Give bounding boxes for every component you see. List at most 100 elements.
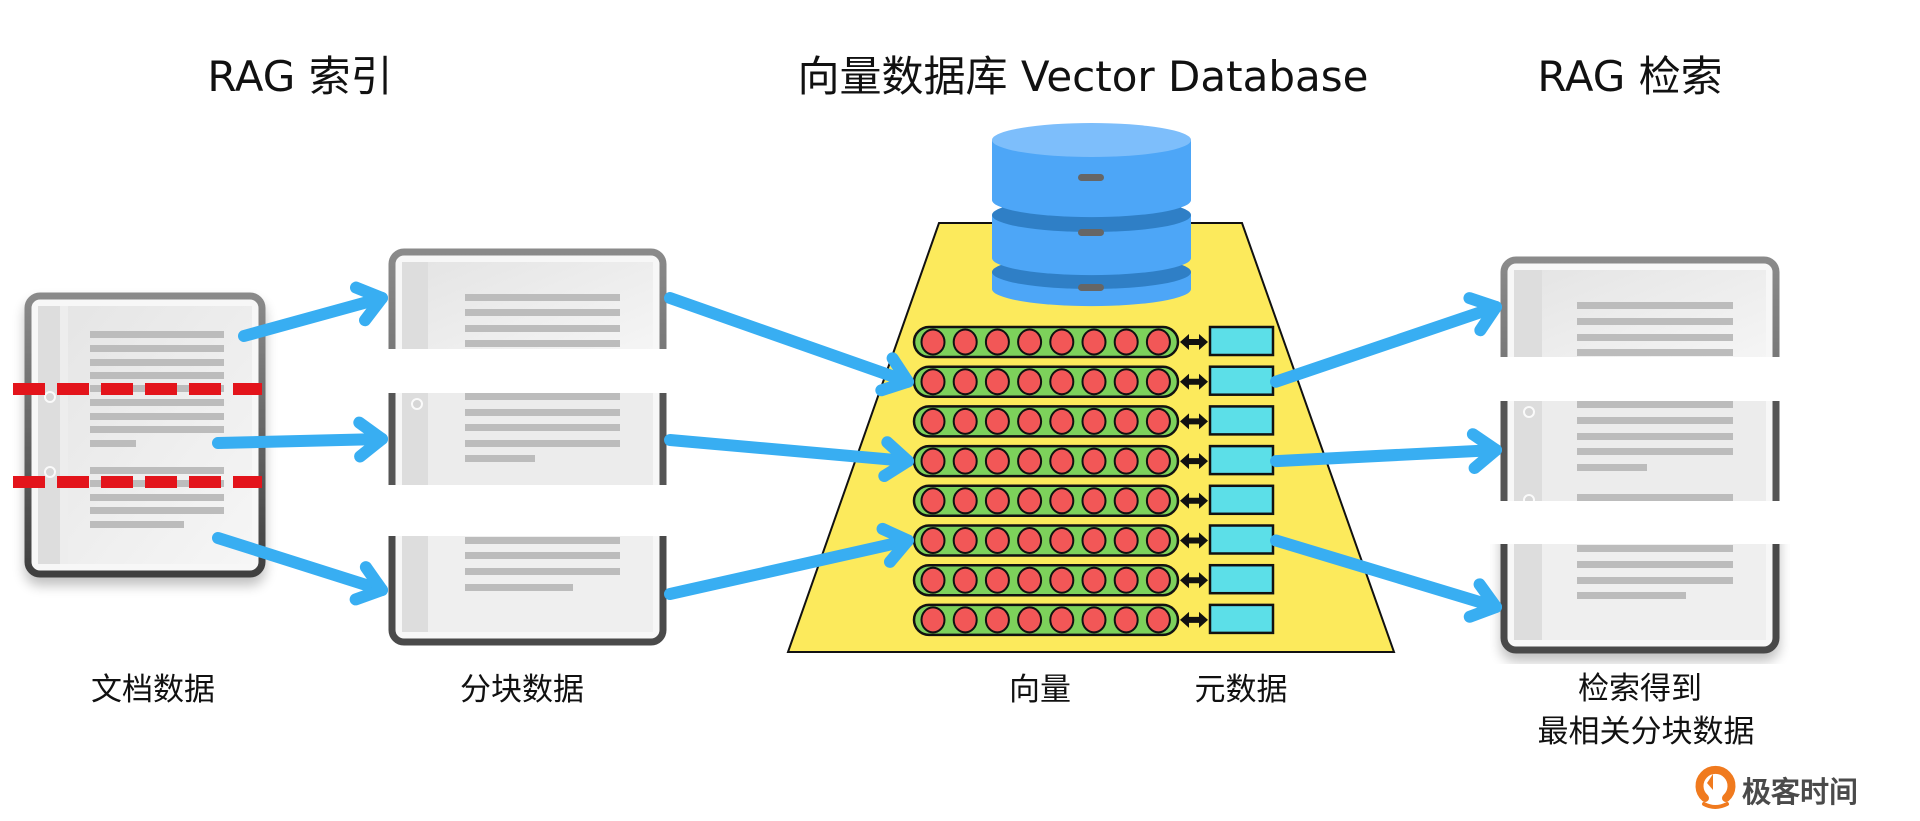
text-line: [1577, 433, 1733, 440]
vector-row: [912, 365, 1275, 398]
vector-dimension-dot: [952, 566, 978, 594]
arrow-shaft: [664, 534, 914, 600]
vector-dimension-dot: [952, 527, 978, 554]
vector-dimension-dot: [1017, 487, 1043, 515]
double-arrow-icon: [1180, 334, 1208, 350]
vector-dimension-dot: [1049, 527, 1075, 554]
vector-dimension-dot: [1145, 527, 1171, 554]
vector-dimension-dot: [984, 407, 1010, 435]
vector-row: [912, 563, 1275, 597]
vector-dimension-dot: [1017, 368, 1043, 396]
document-chunk-icon: [388, 248, 667, 349]
vector-dimension-dot: [1081, 566, 1107, 594]
label-retrieved-line1: 检索得到: [1578, 671, 1702, 707]
database-icon: [992, 123, 1191, 307]
flow-arrow: [1270, 428, 1502, 475]
text-line: [1577, 545, 1733, 552]
vector-dimension-dot: [1113, 368, 1139, 396]
vector-dimension-dot: [952, 447, 978, 475]
vector-dimension-dot: [1017, 407, 1043, 435]
metadata-box: [1208, 365, 1275, 396]
metadata-box: [1208, 405, 1275, 436]
vector-capsule: [912, 603, 1180, 637]
vector-dimension-dot: [1113, 566, 1139, 594]
vector-row: [912, 524, 1275, 557]
retrieved-chunk-icon: [1500, 544, 1780, 654]
arrow-head: [1463, 578, 1502, 623]
text-line: [1577, 302, 1733, 309]
vector-capsule: [912, 325, 1180, 359]
text-line: [465, 309, 620, 316]
text-line: [465, 552, 620, 559]
title-rag-retrieval: RAG 检索: [1537, 52, 1722, 101]
arrow-shaft: [1270, 301, 1502, 388]
vector-dimension-dot: [1049, 407, 1075, 435]
vector-dimension-dot: [1113, 527, 1139, 554]
text-line: [465, 440, 620, 447]
vector-dimension-dot: [984, 368, 1010, 396]
vector-dimension-dot: [984, 328, 1010, 356]
text-line: [90, 359, 224, 366]
vector-dimension-dot: [1049, 606, 1075, 634]
vector-dimension-dot: [1081, 368, 1107, 396]
metadata-box: [1208, 563, 1275, 595]
vector-dimension-dot: [1049, 368, 1075, 396]
metadata-box: [1208, 484, 1275, 516]
vector-dimension-dot: [1017, 447, 1043, 475]
document-chunk-icon: [388, 536, 667, 646]
vector-dimension-dot: [1049, 566, 1075, 594]
vector-dimension-dot: [1145, 447, 1171, 475]
arrow-head: [878, 436, 914, 483]
metadata-box: [1208, 524, 1275, 555]
vector-dimension-dot: [1081, 328, 1107, 356]
vector-row: [912, 444, 1275, 478]
vector-dimension-dot: [1017, 606, 1043, 634]
vector-row: [912, 484, 1275, 518]
text-line: [90, 399, 224, 406]
vector-dimension-dot: [1145, 487, 1171, 515]
vector-dimension-dot: [1113, 606, 1139, 634]
vector-dimension-dot: [984, 527, 1010, 554]
geektime-logo: 极客时间: [1695, 765, 1858, 809]
arrow-shaft: [212, 532, 388, 596]
geektime-logo-icon: [1695, 765, 1736, 809]
vector-capsule: [912, 563, 1180, 597]
vector-dimension-dot: [1113, 487, 1139, 515]
vector-dimension-dot: [1017, 328, 1043, 356]
text-line: [90, 494, 224, 501]
vector-dimension-dot: [952, 368, 978, 396]
text-line: [90, 426, 224, 433]
text-line: [1577, 334, 1733, 341]
double-arrow-icon: [1180, 413, 1208, 430]
arrow-shaft: [1270, 444, 1502, 468]
arrow-head: [1466, 428, 1502, 475]
label-chunk-data: 分块数据: [460, 672, 584, 708]
text-line: [465, 340, 620, 347]
vector-row: [912, 603, 1275, 637]
text-line: [1577, 401, 1733, 408]
vector-dimension-dot: [1081, 606, 1107, 634]
text-line: [90, 413, 224, 420]
arrow-shaft: [1270, 534, 1502, 613]
vector-capsule: [912, 484, 1180, 518]
flow-arrow: [238, 281, 388, 342]
flow-arrow: [212, 416, 388, 463]
text-line: [1577, 349, 1733, 356]
flow-arrow: [1270, 534, 1502, 623]
vector-dimension-dot: [920, 606, 946, 634]
text-line: [90, 345, 224, 352]
text-line: [465, 294, 620, 301]
text-line: [1577, 417, 1733, 424]
arrow-shaft: [664, 292, 914, 388]
vector-dimension-dot: [1145, 407, 1171, 435]
vector-dimension-dot: [1049, 328, 1075, 356]
double-arrow-icon: [1180, 611, 1208, 628]
text-line: [90, 331, 224, 338]
flow-arrow: [1270, 292, 1502, 388]
double-arrow-icon: [1180, 532, 1208, 549]
arrow-head: [876, 522, 914, 568]
arrow-head: [875, 352, 914, 397]
vector-dimension-dot: [1081, 407, 1107, 435]
metadata-box: [1208, 603, 1275, 635]
vector-dimension-dot: [1017, 527, 1043, 554]
